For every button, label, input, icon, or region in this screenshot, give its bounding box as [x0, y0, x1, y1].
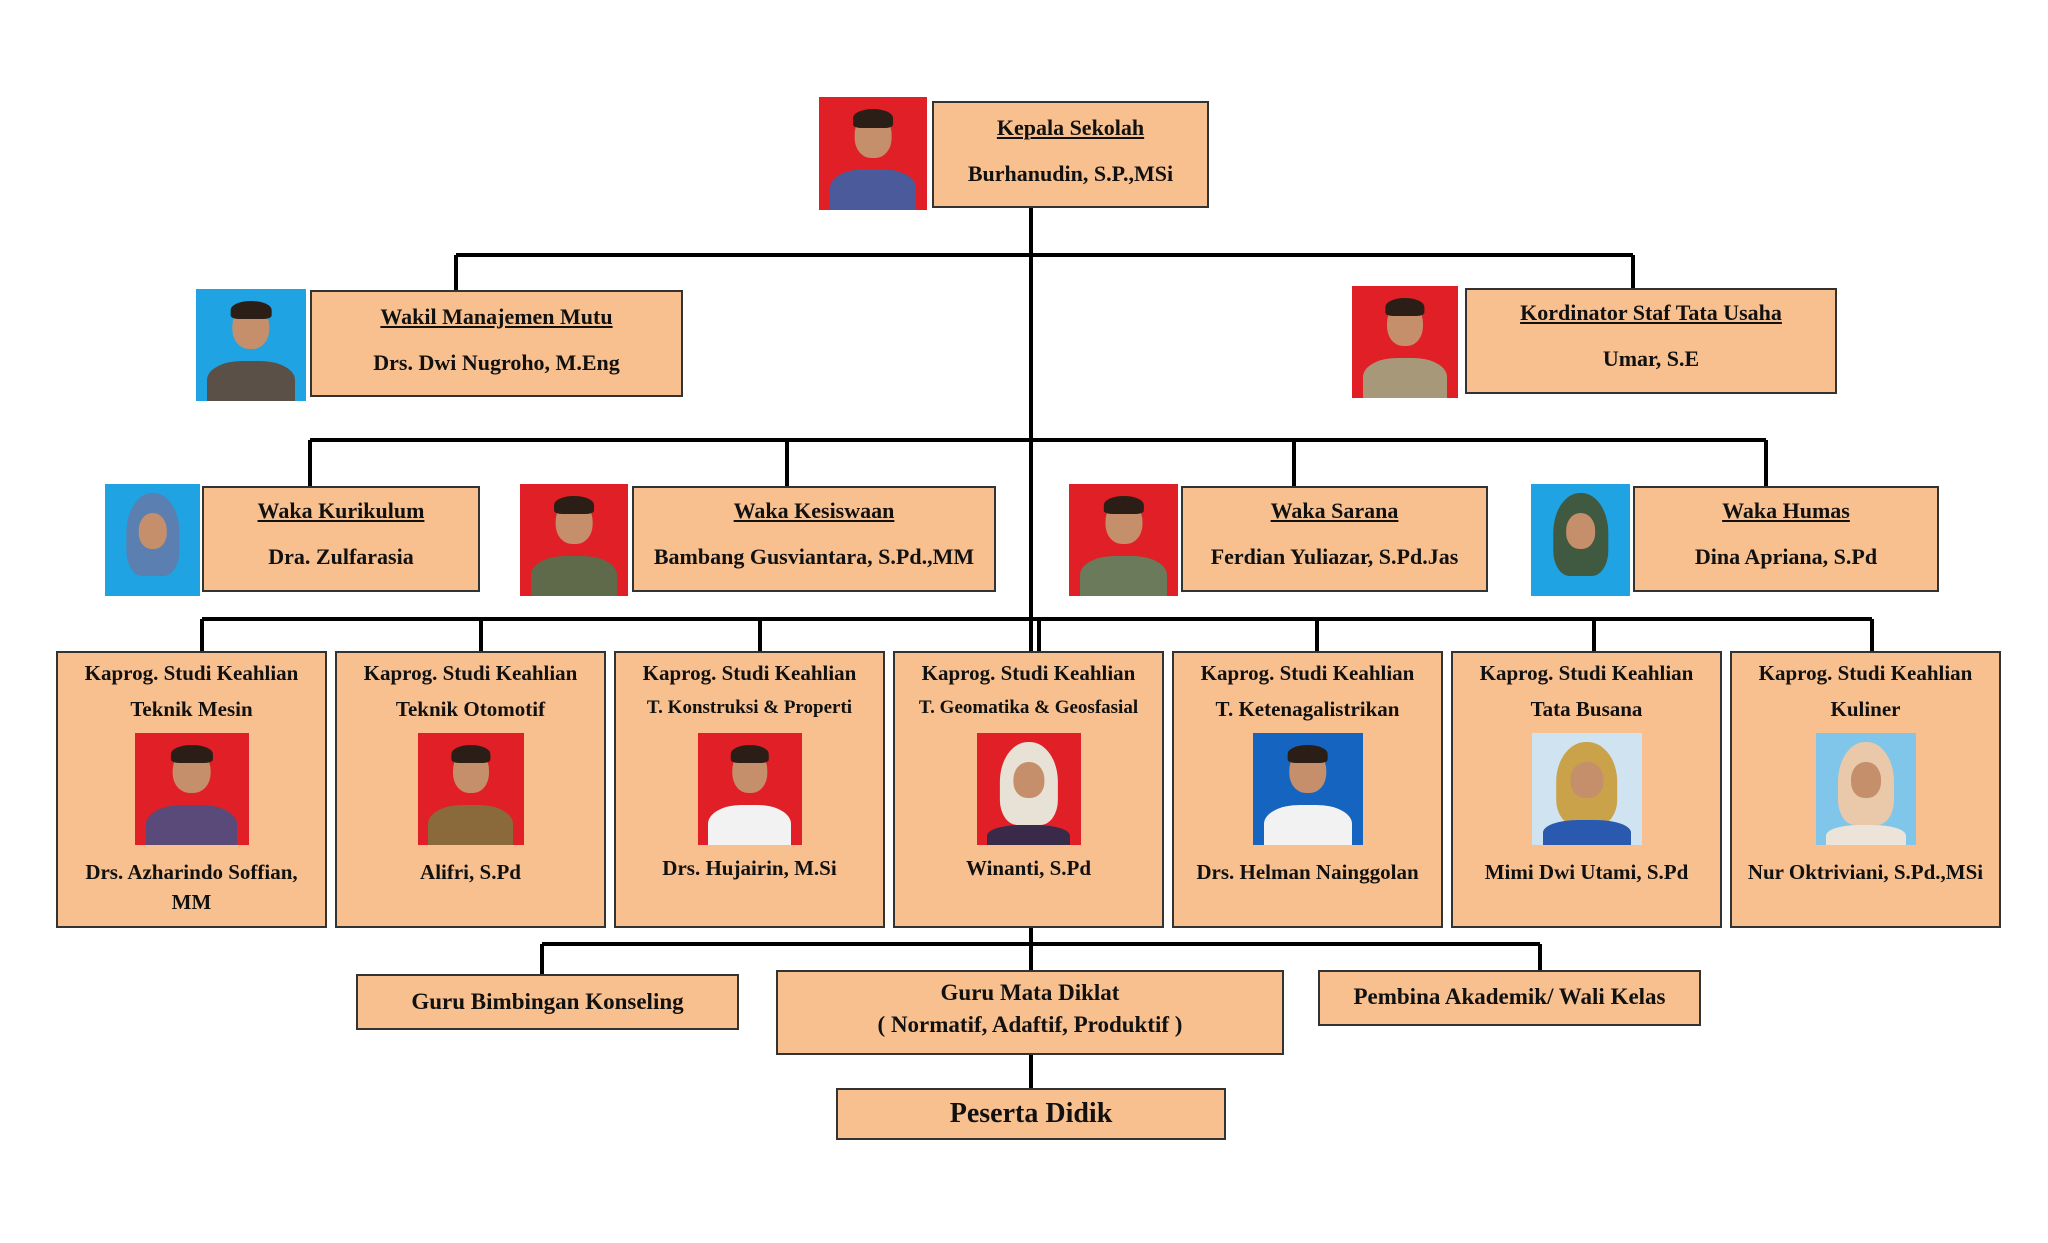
- kaprog-teknik-mesin-box: Kaprog. Studi Keahlian Teknik Mesin Drs.…: [56, 651, 327, 928]
- kaprog-label: Kaprog. Studi Keahlian: [84, 661, 299, 685]
- waka-kesiswaan-photo: [520, 484, 628, 596]
- waka-sarana-photo: [1069, 484, 1178, 596]
- waka-sarana-title: Waka Sarana: [1270, 498, 1399, 523]
- wakil-manajemen-mutu-title: Wakil Manajemen Mutu: [380, 304, 613, 329]
- kaprog-tata-busana-box: Kaprog. Studi Keahlian Tata Busana Mimi …: [1451, 651, 1722, 928]
- kaprog-label: Kaprog. Studi Keahlian: [1758, 661, 1973, 685]
- waka-humas-box: Waka Humas Dina Apriana, S.Pd: [1633, 486, 1939, 592]
- pembina-akademik-label: Pembina Akademik/ Wali Kelas: [1353, 984, 1666, 1009]
- guru-mata-diklat-box: Guru Mata Diklat ( Normatif, Adaftif, Pr…: [776, 970, 1284, 1055]
- kaprog-name: Nur Oktriviani, S.Pd.,MSi: [1747, 860, 1984, 884]
- kaprog-program: T. Ketenagalistrikan: [1215, 697, 1400, 721]
- guru-mata-diklat-subtitle: ( Normatif, Adaftif, Produktif ): [877, 1012, 1183, 1037]
- waka-humas-name: Dina Apriana, S.Pd: [1694, 544, 1878, 569]
- waka-kesiswaan-title: Waka Kesiswaan: [733, 498, 895, 523]
- kaprog-name: Drs. Hujairin, M.Si: [662, 856, 837, 880]
- kaprog-program: Tata Busana: [1530, 697, 1643, 721]
- waka-humas-photo: [1531, 484, 1630, 596]
- waka-kurikulum-title: Waka Kurikulum: [257, 498, 425, 523]
- kaprog-program: Kuliner: [1830, 697, 1901, 721]
- kaprog-program: Teknik Otomotif: [395, 697, 546, 721]
- kaprog-label: Kaprog. Studi Keahlian: [1200, 661, 1415, 685]
- guru-mata-diklat-title: Guru Mata Diklat: [940, 980, 1120, 1005]
- pembina-akademik-box: Pembina Akademik/ Wali Kelas: [1318, 970, 1701, 1026]
- kaprog-name: Drs. Azharindo Soffian, MM: [85, 860, 298, 914]
- kaprog-label: Kaprog. Studi Keahlian: [1479, 661, 1694, 685]
- kaprog-geomatika-photo: [976, 733, 1081, 845]
- guru-bk-box: Guru Bimbingan Konseling: [356, 974, 739, 1030]
- waka-kesiswaan-box: Waka Kesiswaan Bambang Gusviantara, S.Pd…: [632, 486, 996, 592]
- kaprog-geomatika-box: Kaprog. Studi Keahlian T. Geomatika & Ge…: [893, 651, 1164, 928]
- kaprog-teknik-mesin-photo: [134, 733, 249, 845]
- kaprog-kuliner-box: Kaprog. Studi Keahlian Kuliner Nur Oktri…: [1730, 651, 2001, 928]
- waka-kurikulum-box: Waka Kurikulum Dra. Zulfarasia: [202, 486, 480, 592]
- kaprog-ketenagalistrikan-box: Kaprog. Studi Keahlian T. Ketenagalistri…: [1172, 651, 1443, 928]
- waka-kurikulum-photo: [105, 484, 200, 596]
- waka-sarana-box: Waka Sarana Ferdian Yuliazar, S.Pd.Jas: [1181, 486, 1488, 592]
- kaprog-label: Kaprog. Studi Keahlian: [363, 661, 578, 685]
- kaprog-program: T. Geomatika & Geosfasial: [918, 697, 1139, 718]
- kordinator-staf-photo: [1352, 286, 1458, 398]
- kepala-sekolah-photo: [819, 97, 927, 210]
- kepala-sekolah-name: Burhanudin, S.P.,MSi: [967, 161, 1174, 186]
- kaprog-ketenagalistrikan-photo: [1252, 733, 1363, 845]
- kaprog-teknik-otomotif-box: Kaprog. Studi Keahlian Teknik Otomotif A…: [335, 651, 606, 928]
- kordinator-staf-name: Umar, S.E: [1602, 346, 1700, 371]
- waka-kurikulum-name: Dra. Zulfarasia: [268, 544, 414, 569]
- kaprog-name: Alifri, S.Pd: [420, 860, 521, 884]
- peserta-didik-box: Peserta Didik: [836, 1088, 1226, 1140]
- kaprog-label: Kaprog. Studi Keahlian: [642, 661, 857, 685]
- kaprog-tata-busana-photo: [1531, 733, 1642, 845]
- guru-bk-label: Guru Bimbingan Konseling: [411, 989, 684, 1014]
- kaprog-program: T. Konstruksi & Properti: [646, 697, 853, 718]
- kaprog-name: Drs. Helman Nainggolan: [1196, 860, 1419, 884]
- kaprog-name: Winanti, S.Pd: [965, 856, 1092, 880]
- kaprog-program: Teknik Mesin: [130, 697, 253, 721]
- wakil-manajemen-mutu-box: Wakil Manajemen Mutu Drs. Dwi Nugroho, M…: [310, 290, 683, 397]
- kaprog-teknik-otomotif-photo: [417, 733, 524, 845]
- kepala-sekolah-title: Kepala Sekolah: [996, 115, 1145, 140]
- waka-humas-title: Waka Humas: [1722, 498, 1850, 523]
- kaprog-label: Kaprog. Studi Keahlian: [921, 661, 1136, 685]
- kaprog-name: Mimi Dwi Utami, S.Pd: [1484, 860, 1689, 884]
- kordinator-staf-title: Kordinator Staf Tata Usaha: [1520, 300, 1782, 325]
- waka-kesiswaan-name: Bambang Gusviantara, S.Pd.,MM: [653, 544, 975, 569]
- kaprog-konstruksi-box: Kaprog. Studi Keahlian T. Konstruksi & P…: [614, 651, 885, 928]
- kordinator-staf-box: Kordinator Staf Tata Usaha Umar, S.E: [1465, 288, 1837, 394]
- kaprog-kuliner-photo: [1815, 733, 1916, 845]
- kaprog-konstruksi-photo: [697, 733, 802, 845]
- waka-sarana-name: Ferdian Yuliazar, S.Pd.Jas: [1210, 544, 1459, 569]
- wakil-manajemen-mutu-name: Drs. Dwi Nugroho, M.Eng: [373, 350, 620, 375]
- wakil-manajemen-mutu-photo: [196, 289, 306, 401]
- kepala-sekolah-box: Kepala Sekolah Burhanudin, S.P.,MSi: [932, 101, 1209, 208]
- peserta-didik-label: Peserta Didik: [949, 1098, 1113, 1129]
